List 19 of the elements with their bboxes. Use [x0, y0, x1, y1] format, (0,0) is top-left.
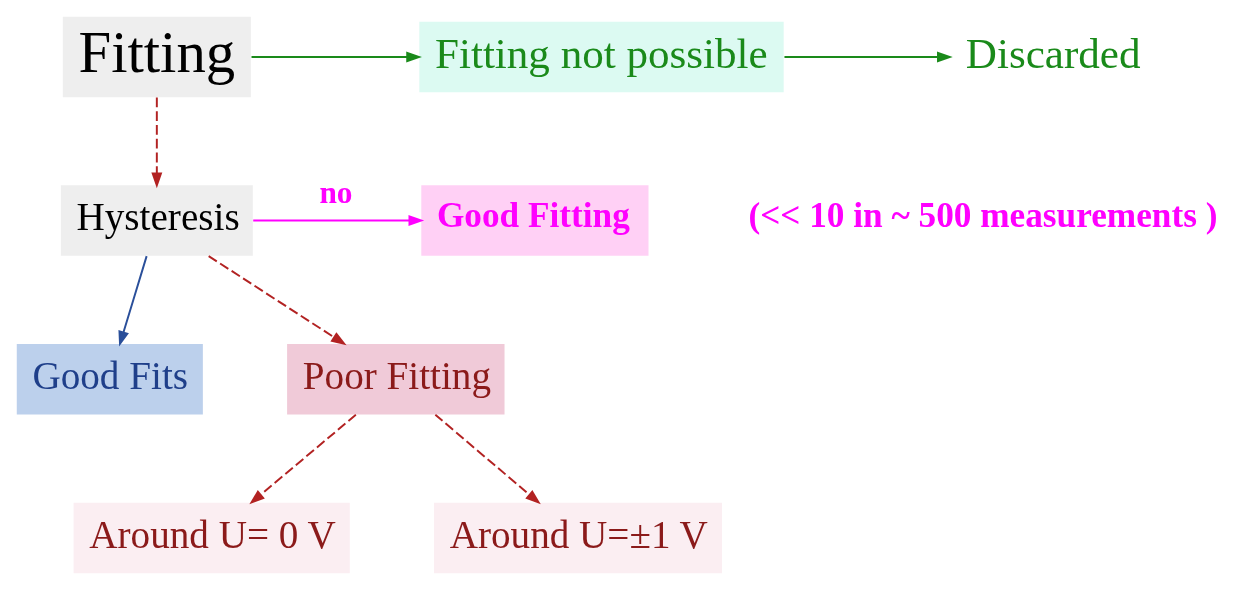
node-box: Fitting	[62, 16, 251, 98]
node-box: Fitting not possible	[419, 21, 784, 93]
arrow	[151, 96, 163, 189]
arrow	[207, 255, 347, 346]
node-box: Hysteresis	[60, 185, 253, 256]
arrow	[783, 51, 953, 63]
arrow	[434, 413, 541, 505]
node-box: Good Fits	[16, 343, 203, 415]
arrow	[249, 413, 357, 505]
node-label: (<< 10 in ~ 500 measurements )	[748, 196, 1218, 236]
arrow	[250, 51, 422, 63]
edge-label: no	[319, 174, 353, 210]
node-box: Around U=±1 V	[434, 502, 722, 574]
node-text: Discarded	[965, 29, 1141, 77]
arrow	[252, 215, 425, 227]
arrow	[118, 255, 148, 347]
node-box: Poor Fitting	[287, 343, 505, 415]
node-box: Good Fitting	[421, 185, 649, 256]
node-box: Around U= 0 V	[73, 502, 350, 574]
